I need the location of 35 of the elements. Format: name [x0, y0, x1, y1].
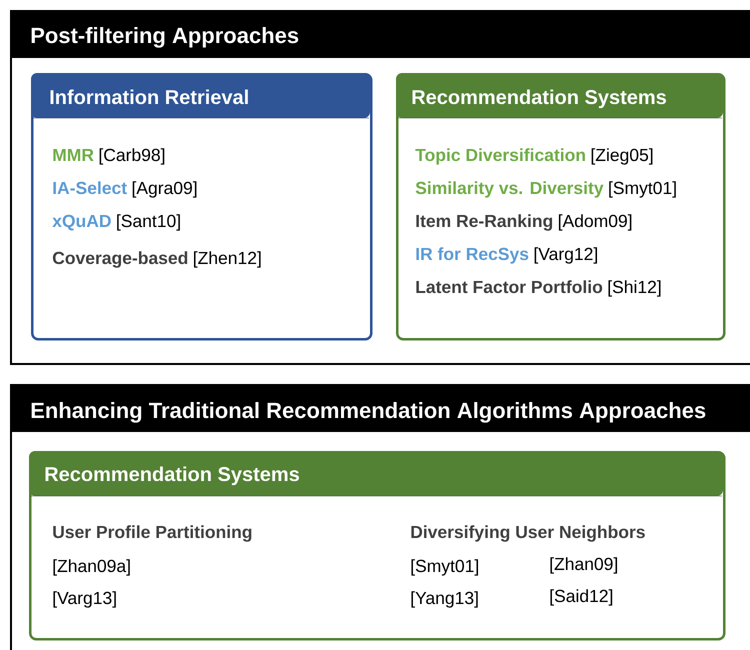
method-name: IR for RecSys	[416, 247, 528, 264]
category-box	[31, 73, 372, 340]
method-name: MMR	[53, 148, 94, 161]
column-heading: Diversifying User Neighbors	[411, 525, 645, 542]
citation: [Zhen12]	[194, 251, 261, 268]
method-name: Topic Diversification	[415, 148, 585, 165]
citation: [Yang13]	[411, 591, 478, 608]
category-box	[396, 73, 726, 340]
method-name: IA-Select	[53, 181, 127, 194]
citation: [Shi12]	[608, 280, 660, 297]
box-heading: Information Retrieval	[50, 90, 248, 104]
method-name: xQuAD	[52, 214, 111, 230]
citation: [Carb98]	[100, 148, 164, 165]
panel-title: Post-filtering Approaches	[32, 27, 298, 48]
citation: [Varg13]	[53, 591, 116, 608]
citation: [Sant10]	[117, 214, 180, 231]
method-name: Coverage-based	[52, 251, 188, 268]
citation: [Zhan09a]	[53, 559, 130, 576]
citation: [Adom09]	[558, 214, 632, 231]
method-name: Similarity vs. Diversity	[416, 181, 604, 198]
citation: [Said12]	[550, 589, 612, 606]
method-name: Item Re-Ranking	[416, 214, 552, 231]
citation: [Agra09]	[132, 181, 196, 198]
citation: [Varg12]	[534, 247, 597, 264]
column-heading: User Profile Partitioning	[53, 525, 252, 542]
approach-panel	[10, 10, 750, 365]
citation: [Smyt01]	[411, 559, 478, 576]
box-heading: Recommendation Systems	[412, 90, 666, 108]
category-box	[29, 451, 726, 640]
citation: [Zhan09]	[550, 557, 618, 574]
method-name: Latent Factor Portfolio	[416, 280, 602, 294]
box-heading: Recommendation Systems	[46, 466, 299, 486]
citation: [Zieg05]	[592, 148, 652, 165]
citation: [Smyt01]	[609, 181, 676, 198]
panel-title: Enhancing Traditional Recommendation Algorithms Approaches	[32, 402, 706, 423]
